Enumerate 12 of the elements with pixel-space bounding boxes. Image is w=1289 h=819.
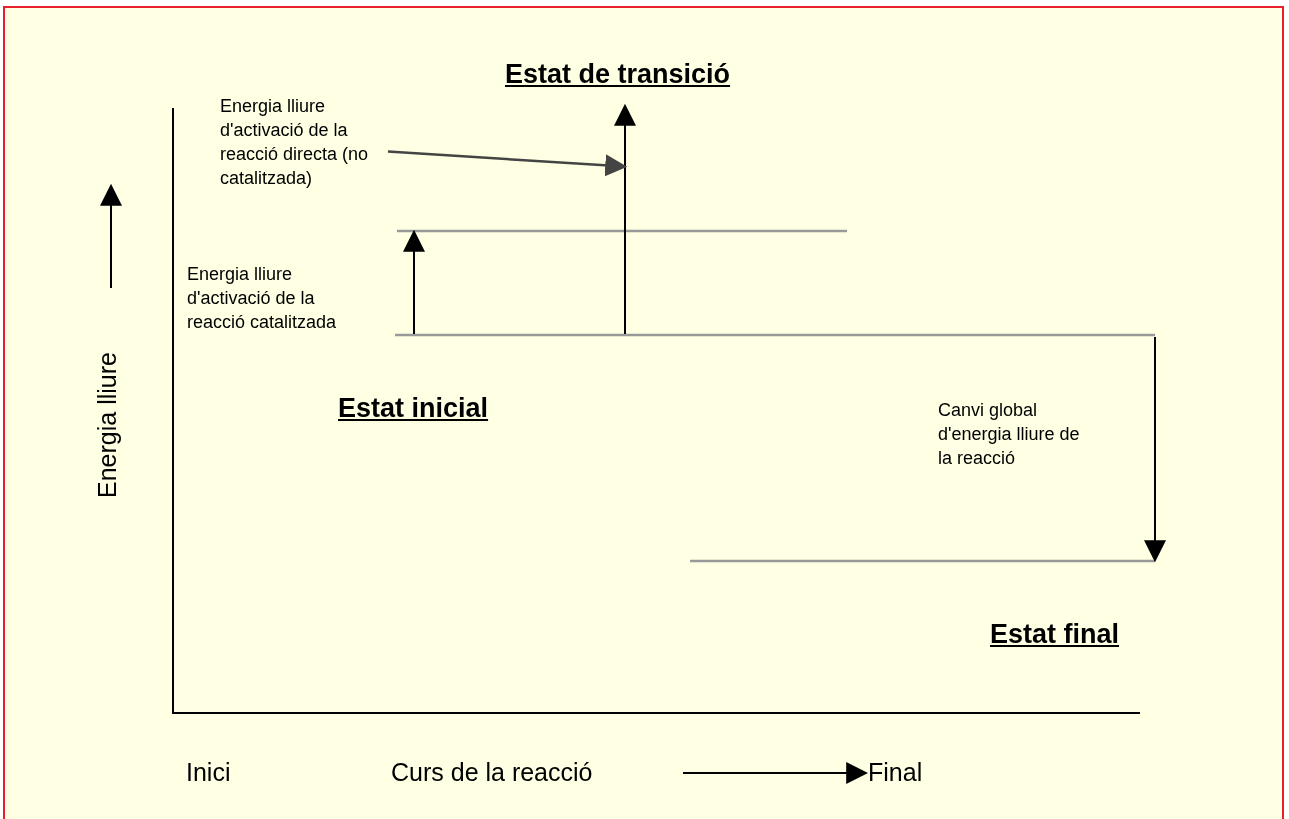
axis-title: Energia lliure [91,352,122,498]
dimension-arrow [614,103,636,335]
state-heading: Estat inicial [338,392,489,424]
axis-title: Curs de la reacció [391,757,593,787]
callout-text: Energia lliure d'activació de la reacció directa (no catalitzada) [220,94,388,190]
axis-label: Inici [186,757,231,787]
axis-label: Final [868,757,923,787]
state-heading: Estat final [990,618,1120,650]
annotation-text: Energia lliure d'activació de la reacció catalitzada [187,263,338,334]
leader-line [387,150,628,177]
state-heading: Estat de transició [505,58,731,90]
annotation-text: Canvi global d'energia lliure de la reacció [938,399,1081,470]
